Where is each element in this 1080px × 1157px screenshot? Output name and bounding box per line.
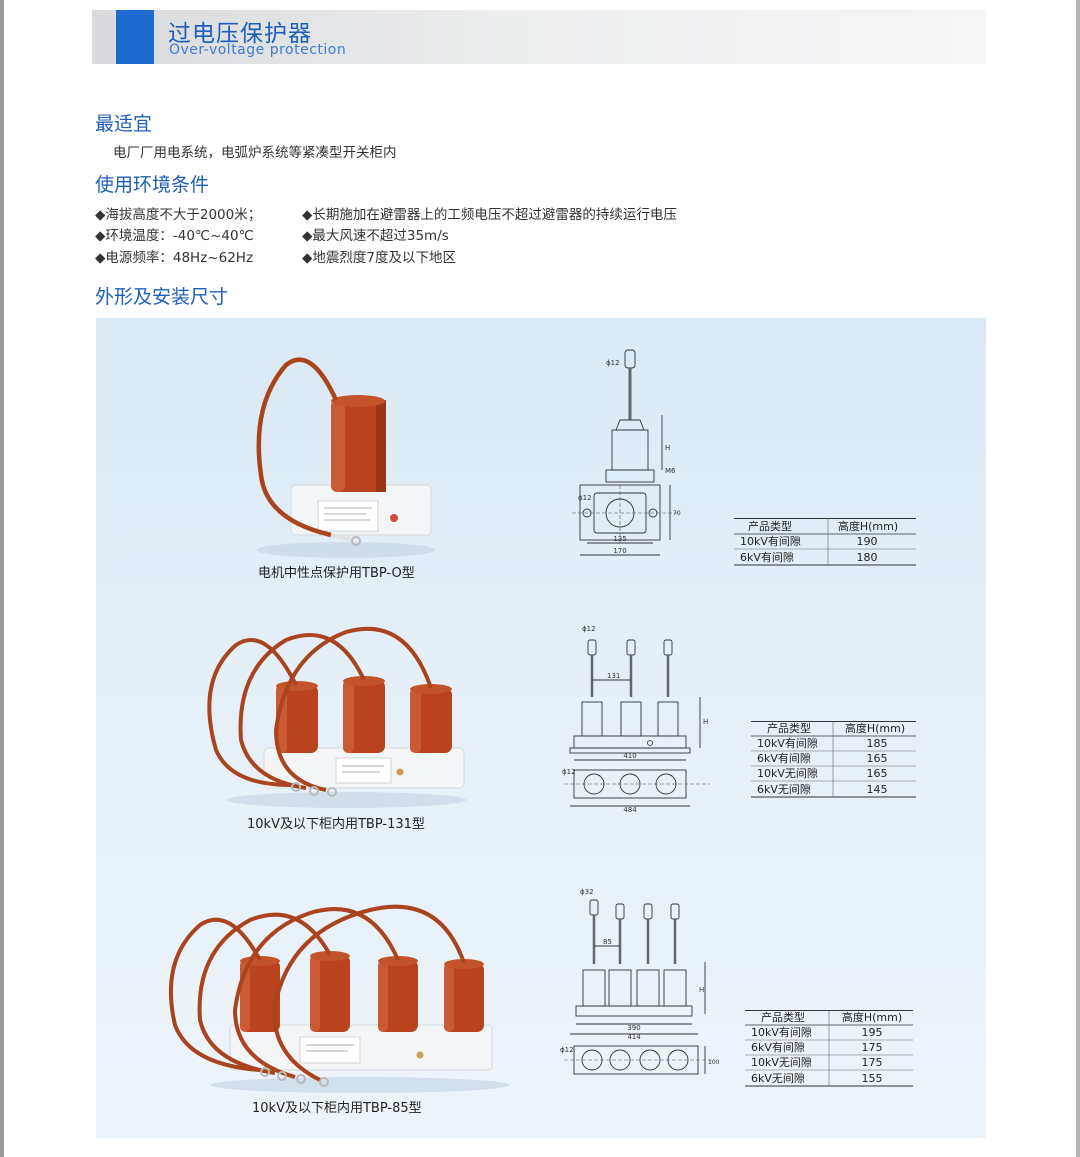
tbp-85-table-row-type: 10kV有间隙 [751,1025,812,1039]
tbp-85-caption: 10kV及以下柜内用TBP-85型 [252,1101,422,1116]
tbp-85-table-row-height: 175 [862,1041,883,1054]
tbp-85-dim-pitch: 85 [603,938,612,946]
tbp-85-table-row-type: 10kV无间隙 [751,1055,812,1069]
tbp-131-table-row-height: 185 [867,737,888,750]
env-item-frequency: ◆电源频率：48Hz~62Hz [95,250,254,266]
tbp-131-table-row-height: 165 [867,767,888,780]
tbp-o-caption: 电机中性点保护用TBP-O型 [258,566,415,581]
tbp-85-product-image [168,904,510,1093]
header-title: 过电压保护器 [168,21,312,47]
tbp-85-dim-h: H [699,986,704,994]
tbp-o-product-image [256,357,436,558]
tbp-o-table-header-type: 产品类型 [748,519,792,533]
tbp-131-table-header-type: 产品类型 [767,721,811,735]
tbp-85-table-row-height: 195 [862,1026,883,1039]
tbp-o-table-row-height: 190 [857,535,878,548]
header-subtitle: Over-voltage protection [169,42,347,58]
tbp-85-table-row-height: 175 [862,1056,883,1069]
tbp-85-dim-w1: 390 [627,1024,640,1032]
tbp-o-dim-h: H [665,444,670,452]
tbp-131-drawing: ϕ12 131 H 410 ϕ12 484 [562,625,710,814]
section-header: 过电压保护器 Over-voltage protection [92,10,986,64]
tbp-131-table-row-type: 6kV有间隙 [757,751,811,765]
tbp-131-dim-w1: 410 [623,752,636,760]
tbp-85-dim-phi-top: ϕ32 [580,888,594,896]
tbp-85-spec-table: 产品类型 高度H(mm) 10kV有间隙 195 6kV有间隙 175 10kV… [745,1010,913,1087]
env-item-earthquake: ◆地震烈度7度及以下地区 [302,250,456,266]
tbp-o-dim-w2: 170 [613,547,626,555]
tbp-131-table-row-type: 6kV无间隙 [757,782,811,796]
tbp-131-dim-phi-top: ϕ12 [582,625,596,633]
tbp-85-dim-w2: 414 [627,1033,641,1041]
tbp-85-drawing: ϕ32 85 H 390 414 ϕ12 100 [560,888,720,1075]
tbp-o-spec-table: 产品类型 高度H(mm) 10kV有间隙 190 6kV有间隙 180 [734,518,916,566]
tbp-o-drawing: ϕ12 H M6 ϕ12 70 135 170 [572,349,681,556]
header-accent-bar [116,10,154,64]
tbp-131-table-header-height: 高度H(mm) [845,721,905,735]
env-item-altitude: ◆海拔高度不大于2000米； [95,207,262,223]
tbp-o-table-row-height: 180 [857,551,878,564]
tbp-131-table-row-height: 165 [867,752,888,765]
tbp-85-table-row-height: 155 [862,1072,883,1085]
tbp-131-product-image [207,626,466,808]
tbp-131-table-row-type: 10kV有间隙 [757,736,818,750]
tbp-o-dim-w1: 135 [613,535,626,543]
tbp-131-caption: 10kV及以下柜内用TBP-131型 [247,817,425,832]
page-edge-right [1076,0,1080,1157]
tbp-o-table-row-type: 10kV有间隙 [740,534,801,548]
tbp-85-dim-phi-side: ϕ12 [560,1046,574,1054]
tbp-131-dim-pitch: 131 [607,672,620,680]
tbp-85-table-header-type: 产品类型 [761,1010,805,1024]
tbp-85-table-row-type: 6kV无间隙 [751,1071,805,1085]
environment-heading: 使用环境条件 [95,174,210,196]
env-item-temperature: ◆环境温度：-40℃~40℃ [95,228,254,244]
env-item-voltage: ◆长期施加在避雷器上的工频电压不超过避雷器的持续运行电压 [302,207,677,223]
tbp-131-dim-h: H [703,718,708,726]
tbp-85-dim-depth: 100 [708,1059,720,1066]
env-item-wind: ◆最大风速不超过35m/s [302,228,449,244]
tbp-131-dim-phi-side: ϕ12 [562,768,576,776]
tbp-131-table-row-type: 10kV无间隙 [757,766,818,780]
dimensions-heading: 外形及安装尺寸 [95,286,229,308]
tbp-131-table-row-height: 145 [867,783,888,796]
tbp-o-dim-m6: M6 [665,467,676,475]
tbp-131-dim-w2: 484 [623,806,637,814]
suitable-heading: 最适宜 [95,113,153,135]
tbp-131-spec-table: 产品类型 高度H(mm) 10kV有间隙 185 6kV有间隙 165 10kV… [751,721,916,798]
tbp-o-dim-phi-side: ϕ12 [578,494,592,502]
tbp-o-dim-depth: 70 [673,510,681,517]
tbp-85-table-row-type: 6kV有间隙 [751,1040,805,1054]
tbp-85-table-header-height: 高度H(mm) [842,1010,902,1024]
suitable-text: 电厂厂用电系统，电弧炉系统等紧凑型开关柜内 [113,145,397,161]
page-edge-left [0,0,4,1157]
tbp-o-dim-phi-top: ϕ12 [606,359,620,367]
tbp-o-table-row-type: 6kV有间隙 [740,550,794,564]
tbp-o-table-header-height: 高度H(mm) [838,519,898,533]
